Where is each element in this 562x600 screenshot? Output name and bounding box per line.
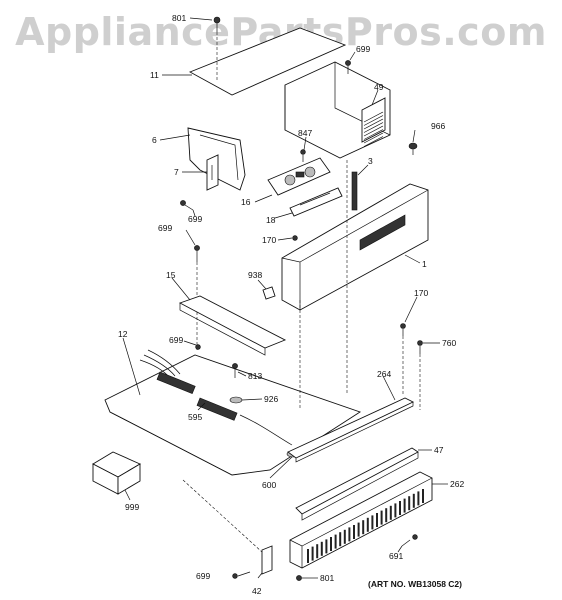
screw-699-a[interactable] (180, 200, 194, 211)
label-264: 264 (377, 369, 391, 379)
label-15: 15 (166, 270, 176, 280)
label-691: 691 (389, 551, 403, 561)
label-801-top: 801 (172, 13, 186, 23)
part-264-strip[interactable] (287, 397, 415, 463)
screw-760[interactable] (417, 340, 423, 355)
label-999: 999 (125, 502, 139, 512)
label-18: 18 (266, 215, 276, 225)
screw-847[interactable] (300, 149, 306, 162)
part-926-grommet[interactable] (229, 396, 243, 404)
label-47: 47 (434, 445, 444, 455)
label-847: 847 (298, 128, 312, 138)
label-699-c: 699 (169, 335, 183, 345)
part-938-clip[interactable] (262, 286, 276, 300)
label-3: 3 (368, 156, 373, 166)
part-42-bracket[interactable] (261, 545, 273, 575)
screw-699-top[interactable] (345, 60, 351, 74)
part-3-bracket[interactable] (351, 171, 358, 211)
label-966: 966 (431, 121, 445, 131)
screw-813[interactable] (232, 363, 238, 378)
label-170-a: 170 (262, 235, 276, 245)
wire-harness (139, 349, 293, 446)
screw-801-top[interactable] (213, 16, 221, 32)
label-813: 813 (248, 371, 262, 381)
label-262: 262 (450, 479, 464, 489)
part-7-bracket[interactable] (206, 154, 219, 191)
label-699-top: 699 (356, 44, 370, 54)
screw-691[interactable] (401, 534, 418, 547)
label-1: 1 (422, 259, 427, 269)
screw-699-d[interactable] (232, 571, 251, 579)
part-18-overlay[interactable] (289, 187, 343, 217)
label-699-a: 699 (188, 214, 202, 224)
part-262-vent-panel[interactable] (289, 471, 433, 569)
part-16-control-board[interactable] (267, 157, 331, 196)
screw-170-b[interactable] (400, 323, 406, 337)
label-699-d: 699 (196, 571, 210, 581)
label-16: 16 (241, 197, 251, 207)
part-1-control-panel[interactable] (281, 183, 429, 311)
screw-170-a[interactable] (292, 235, 298, 241)
label-49: 49 (374, 82, 384, 92)
label-7: 7 (174, 167, 179, 177)
part-11-top-cover[interactable] (188, 27, 347, 96)
label-170-b: 170 (414, 288, 428, 298)
part-49-vent-grille[interactable] (361, 97, 386, 147)
art-number: (ART NO. WB13058 C2) (368, 579, 462, 589)
label-11: 11 (150, 70, 159, 80)
label-6: 6 (152, 135, 157, 145)
screw-801-bottom[interactable] (296, 575, 312, 581)
screw-966[interactable] (408, 142, 418, 155)
label-926: 926 (264, 394, 278, 404)
part-47-vent-strip[interactable] (295, 447, 419, 521)
label-699-b: 699 (158, 223, 172, 233)
label-801-bottom: 801 (320, 573, 334, 583)
label-938: 938 (248, 270, 262, 280)
part-999-box[interactable] (92, 451, 141, 495)
label-760: 760 (442, 338, 456, 348)
leader-lines (122, 17, 448, 579)
label-12: 12 (118, 329, 128, 339)
screw-699-c[interactable] (195, 344, 201, 350)
part-15-front-channel[interactable] (178, 295, 287, 356)
label-600: 600 (262, 480, 276, 490)
screw-699-b[interactable] (194, 245, 200, 262)
label-595: 595 (188, 412, 202, 422)
label-42: 42 (252, 586, 262, 596)
